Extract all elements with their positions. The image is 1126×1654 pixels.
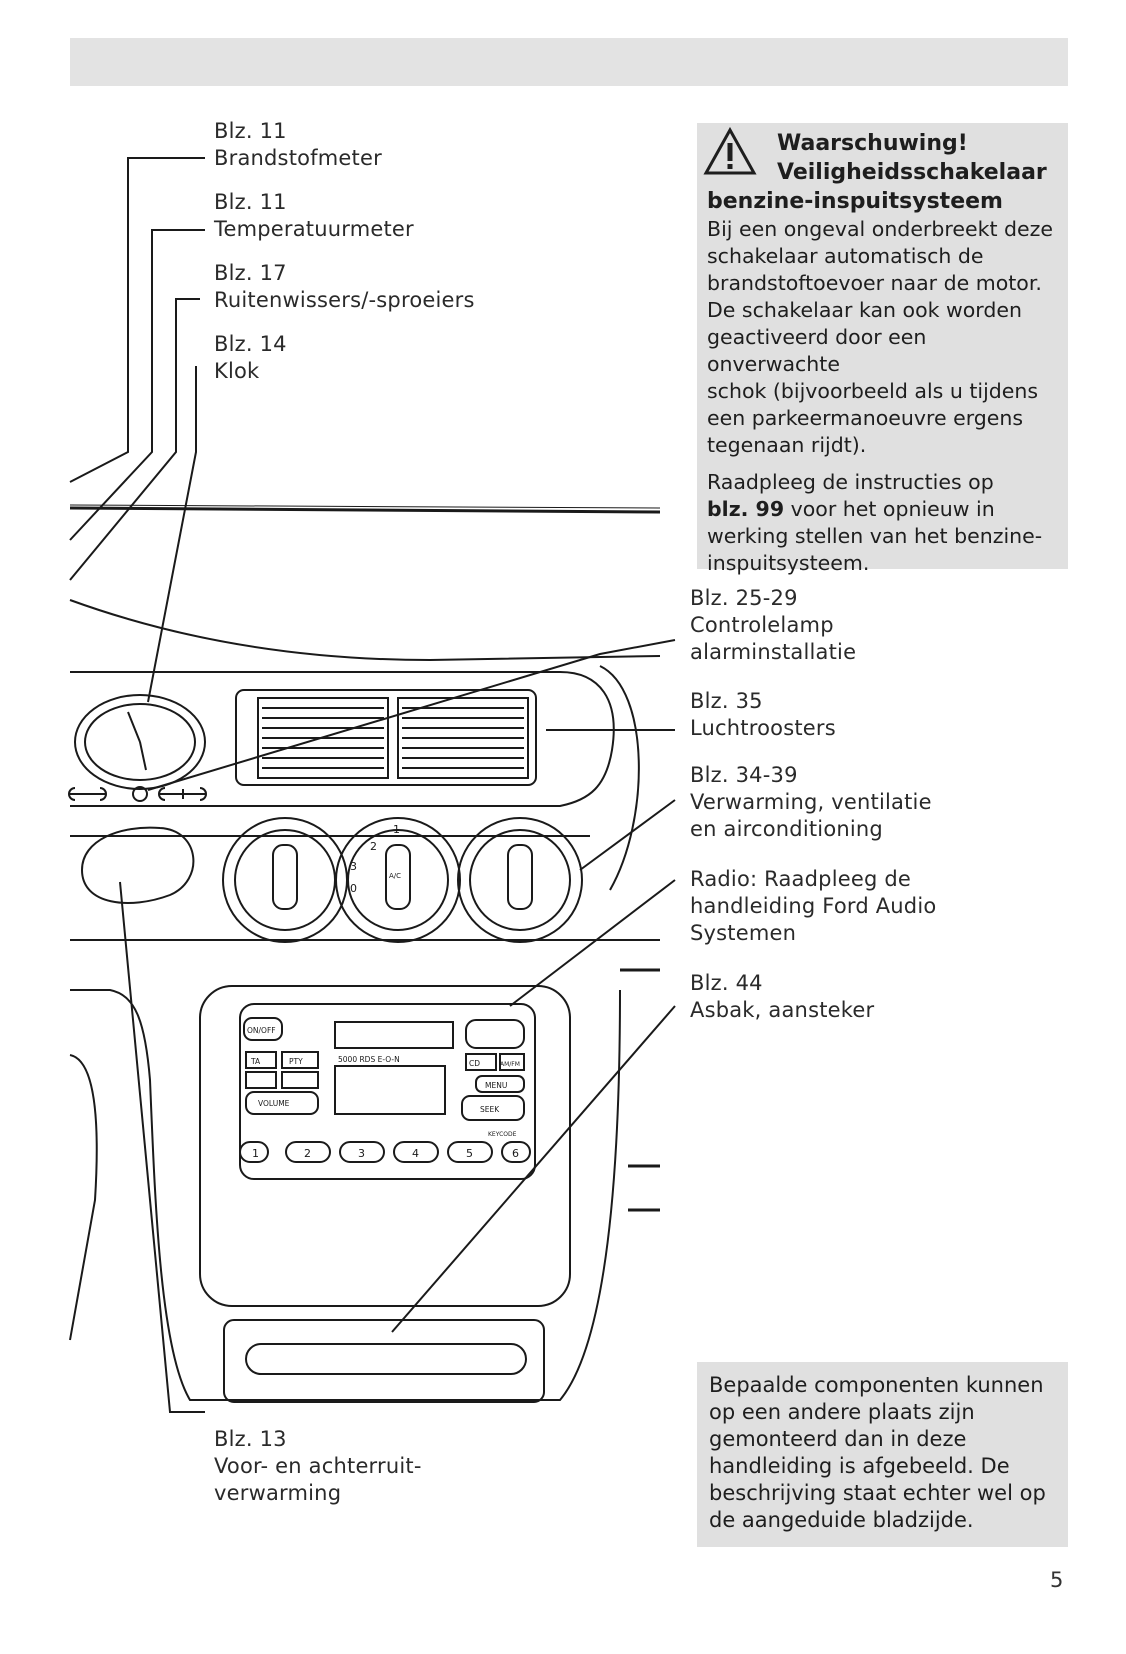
- warning-subtitle: benzine-inspuitsysteem: [707, 189, 1003, 214]
- preset-4-text: 4: [412, 1147, 419, 1160]
- note-box: Bepaalde componenten kunnen op een ander…: [697, 1362, 1068, 1547]
- radio-keycode-text: KEYCODE: [488, 1131, 517, 1138]
- warning-box: Waarschuwing! Veiligheidsschakelaar benz…: [697, 123, 1068, 575]
- warning-title: Waarschuwing! Veiligheidsschakelaar: [777, 131, 1047, 185]
- preset-3-text: 3: [358, 1147, 365, 1160]
- radio-volume-text: VOLUME: [258, 1099, 290, 1108]
- fan-mark-2: 2: [370, 840, 377, 853]
- preset-2-text: 2: [304, 1147, 311, 1160]
- header-bar: [70, 38, 1068, 86]
- radio-seek-text: SEEK: [480, 1105, 500, 1114]
- rear-heater-switch: [80, 826, 195, 904]
- radio-surround: [199, 985, 571, 1307]
- radio-onoff-text: ON/OFF: [247, 1026, 276, 1035]
- clock-outline: [74, 694, 206, 790]
- radio-cd-text: CD: [469, 1059, 480, 1068]
- radio-model-text: 5000 RDS E-O-N: [338, 1055, 400, 1064]
- preset-1-text: 1: [252, 1147, 259, 1160]
- air-vents-outline: [235, 689, 537, 786]
- ac-label-text: A/C: [389, 872, 401, 880]
- warning-triangle-icon: [703, 127, 757, 175]
- temp-dial: [457, 817, 583, 943]
- ashtray-outline: [223, 1319, 545, 1403]
- warning-paragraph-2: Raadpleeg de instructies op blz. 99 voor…: [707, 470, 1043, 575]
- radio-menu-text: MENU: [485, 1081, 507, 1090]
- radio-unit: [239, 1003, 536, 1180]
- preset-5-text: 5: [466, 1147, 473, 1160]
- fan-mark-0: 0: [350, 882, 357, 895]
- warning-paragraph-1: Bij een ongeval onderbreekt deze schakel…: [707, 217, 1053, 457]
- preset-6-text: 6: [512, 1147, 519, 1160]
- radio-pty-text: PTY: [289, 1057, 303, 1066]
- fan-mark-1: 1: [393, 823, 400, 836]
- radio-amfm-text: AM/FM: [500, 1061, 520, 1068]
- fan-mark-3: 3: [350, 860, 357, 873]
- radio-ta-text: TA: [250, 1057, 261, 1066]
- ac-dial: [335, 817, 461, 943]
- page-number: 5: [1050, 1568, 1064, 1592]
